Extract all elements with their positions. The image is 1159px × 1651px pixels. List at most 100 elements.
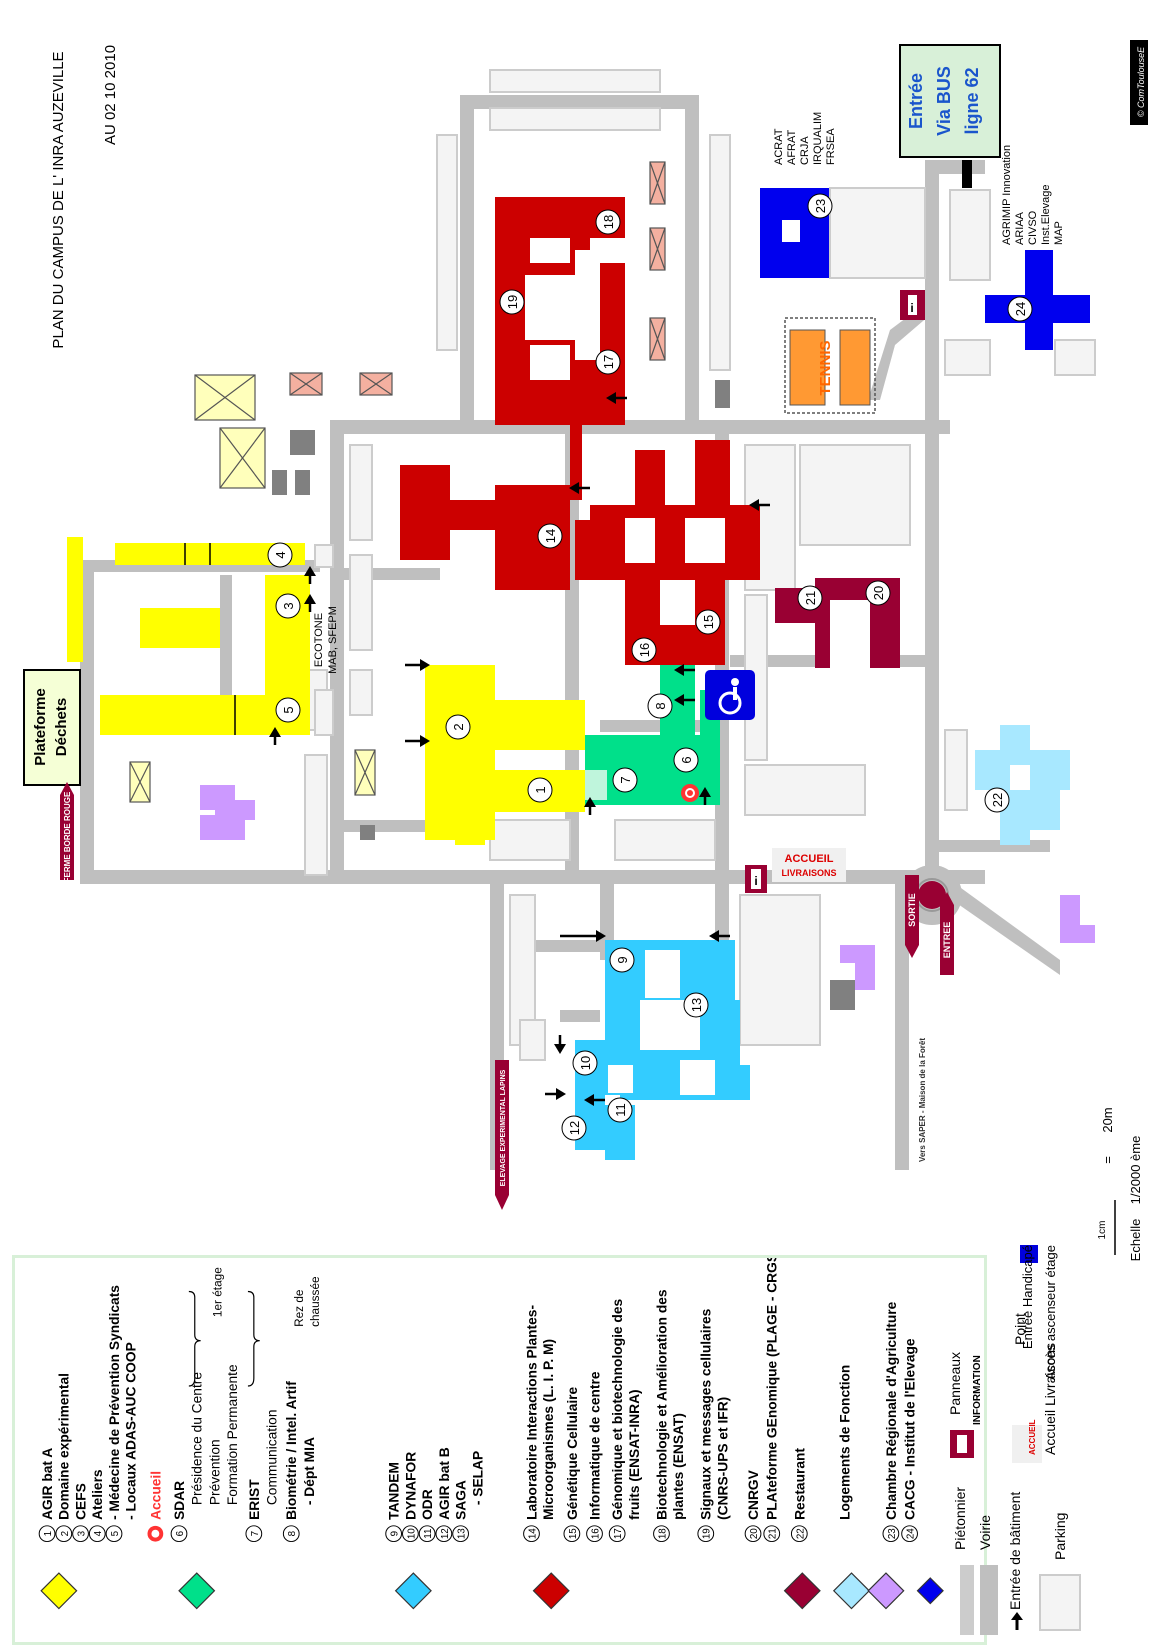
bus-entrance-box: Entrée Via BUS ligne 62	[899, 44, 1001, 158]
svg-text:15: 15	[568, 1528, 579, 1539]
svg-text:15: 15	[701, 615, 716, 629]
svg-text:Inst.Elevage: Inst.Elevage	[1040, 184, 1052, 245]
svg-text:24: 24	[1013, 302, 1028, 316]
building-19: 19	[499, 289, 525, 315]
svg-text:17: 17	[601, 355, 616, 369]
svg-text:Microorganismes (L. I. P. M): Microorganismes (L. I. P. M)	[541, 1339, 556, 1520]
title-block: PLAN DU CAMPUS DE L' INRA AUZEVILLE AU 0…	[50, 45, 119, 349]
svg-text:Prévention: Prévention	[207, 1439, 222, 1505]
building-18: 18	[595, 209, 621, 235]
svg-text:1: 1	[533, 786, 548, 793]
svg-text:Parking: Parking	[1052, 1513, 1068, 1560]
svg-text:23: 23	[813, 199, 828, 213]
building-24: 24	[1007, 296, 1033, 322]
svg-text:PLAteforme GEnomique (PLAGE -: PLAteforme GEnomique (PLAGE - CRGS)	[765, 1255, 780, 1520]
building-13: 13	[683, 992, 709, 1018]
road-signs: FERME BORDE ROUGE ELEVAGE EXPERIMENTAL L…	[60, 782, 1064, 1210]
entrance-arrow-icon	[1011, 1612, 1023, 1630]
svg-text:AGRIMIP Innovation: AGRIMIP Innovation	[1001, 145, 1013, 245]
svg-text:ENTREE: ENTREE	[942, 922, 952, 959]
svg-text:2: 2	[60, 1531, 71, 1536]
svg-text:Piétonnier: Piétonnier	[952, 1487, 968, 1550]
svg-text:Communication: Communication	[264, 1409, 279, 1505]
svg-text:- SELAP: - SELAP	[470, 1451, 485, 1505]
handicap-icon	[705, 670, 755, 720]
housing-buildings	[200, 785, 1095, 990]
svg-text:CNRGV: CNRGV	[746, 1469, 761, 1520]
svg-text:13: 13	[457, 1528, 468, 1539]
copyright-badge: © ComToulouseE	[1130, 40, 1148, 125]
svg-text:MAP: MAP	[1053, 221, 1065, 245]
svg-text:Informatique de centre: Informatique de centre	[587, 1371, 602, 1520]
svg-text:ACCUEIL: ACCUEIL	[1028, 1419, 1037, 1455]
accueil-point-icon	[681, 784, 699, 802]
svg-text:Ateliers: Ateliers	[90, 1469, 105, 1520]
building-9: 9	[609, 947, 635, 973]
svg-text:MAB, SFEPM: MAB, SFEPM	[327, 606, 339, 674]
svg-text:11: 11	[613, 1103, 628, 1117]
building-10: 10	[572, 1050, 598, 1076]
building-5: 5	[275, 697, 301, 723]
svg-text:ODR: ODR	[420, 1489, 435, 1520]
svg-text:SDAR: SDAR	[172, 1481, 187, 1520]
svg-text:Entrée: Entrée	[906, 73, 926, 129]
svg-text:11: 11	[423, 1529, 434, 1539]
svg-text:- Médecine de Prévention Syndi: - Médecine de Prévention Syndicats	[107, 1285, 122, 1520]
svg-text:Signaux et messages cellulaire: Signaux et messages cellulaires	[699, 1308, 714, 1520]
entrance-arrows	[269, 392, 770, 1106]
svg-text:13: 13	[689, 998, 704, 1012]
svg-text:Entrée de bâtiment: Entrée de bâtiment	[1007, 1492, 1023, 1610]
svg-text:TANDEM: TANDEM	[387, 1462, 402, 1520]
svg-text:21: 21	[768, 1528, 779, 1539]
svg-text:- Dépt MIA: - Dépt MIA	[302, 1437, 317, 1505]
svg-text:ACRAT: ACRAT	[773, 128, 785, 165]
svg-text:8: 8	[287, 1530, 298, 1536]
svg-text:Accueil: Accueil	[148, 1471, 163, 1520]
svg-text:20m: 20m	[1100, 1107, 1115, 1132]
building-7: 7	[612, 767, 638, 793]
annex-buildings	[272, 160, 972, 1010]
svg-text:Echelle: Echelle	[1128, 1219, 1143, 1262]
svg-text:Domaine expérimental: Domaine expérimental	[57, 1373, 72, 1520]
svg-text:SORTIE: SORTIE	[907, 893, 917, 927]
svg-text:Restaurant: Restaurant	[792, 1448, 807, 1520]
svg-text:Panneaux: Panneaux	[947, 1352, 963, 1415]
svg-text:1/2000 ème: 1/2000 ème	[1128, 1136, 1143, 1205]
svg-text:22: 22	[795, 1528, 806, 1539]
map-labels: ECOTONE MAB, SFEPM ACRAT AFRAT CRJA IRQU…	[313, 112, 1065, 674]
legend-rez-1: Rez de	[292, 1289, 306, 1327]
svg-text:19: 19	[505, 295, 520, 309]
svg-text:ARIAA: ARIAA	[1014, 211, 1026, 245]
svg-text:AFRAT: AFRAT	[786, 129, 798, 165]
svg-text:19: 19	[702, 1528, 713, 1539]
svg-text:ECOTONE: ECOTONE	[313, 613, 325, 667]
svg-text:CACG - Institut de l'Elevage: CACG - Institut de l'Elevage	[903, 1338, 918, 1520]
legend-accueil: Accueil	[147, 1471, 163, 1542]
svg-text:4: 4	[273, 551, 288, 558]
building-14: 14	[537, 523, 563, 549]
building-2: 2	[445, 714, 471, 740]
building-1: 1	[527, 777, 553, 803]
building-12: 12	[561, 1115, 587, 1141]
svg-text:- Locaux ADAS-AUC COOP: - Locaux ADAS-AUC COOP	[124, 1342, 139, 1520]
svg-text:Génétique Cellulaire: Génétique Cellulaire	[565, 1386, 580, 1519]
svg-text:1: 1	[43, 1531, 54, 1536]
svg-text:CRJA: CRJA	[799, 136, 811, 165]
legend-braces	[188, 1290, 260, 1387]
legend-etage: 1er étage	[210, 1267, 224, 1317]
svg-text:fruits (ENSAT-INRA): fruits (ENSAT-INRA)	[627, 1389, 642, 1520]
svg-text:7: 7	[250, 1531, 261, 1536]
accueil-livraisons-sign: i ACCUEIL LIVRAISONS	[745, 848, 846, 893]
page-title: PLAN DU CAMPUS DE L' INRA AUZEVILLE	[50, 51, 67, 348]
svg-text:IRQUALIM: IRQUALIM	[812, 112, 824, 165]
red-courtyards	[525, 238, 725, 625]
svg-text:4: 4	[93, 1530, 104, 1536]
svg-text:ERIST: ERIST	[247, 1479, 262, 1520]
building-15: 15	[695, 609, 721, 635]
yellow-buildings	[67, 537, 585, 845]
svg-text:3: 3	[281, 602, 296, 609]
green-buildings	[585, 665, 720, 805]
